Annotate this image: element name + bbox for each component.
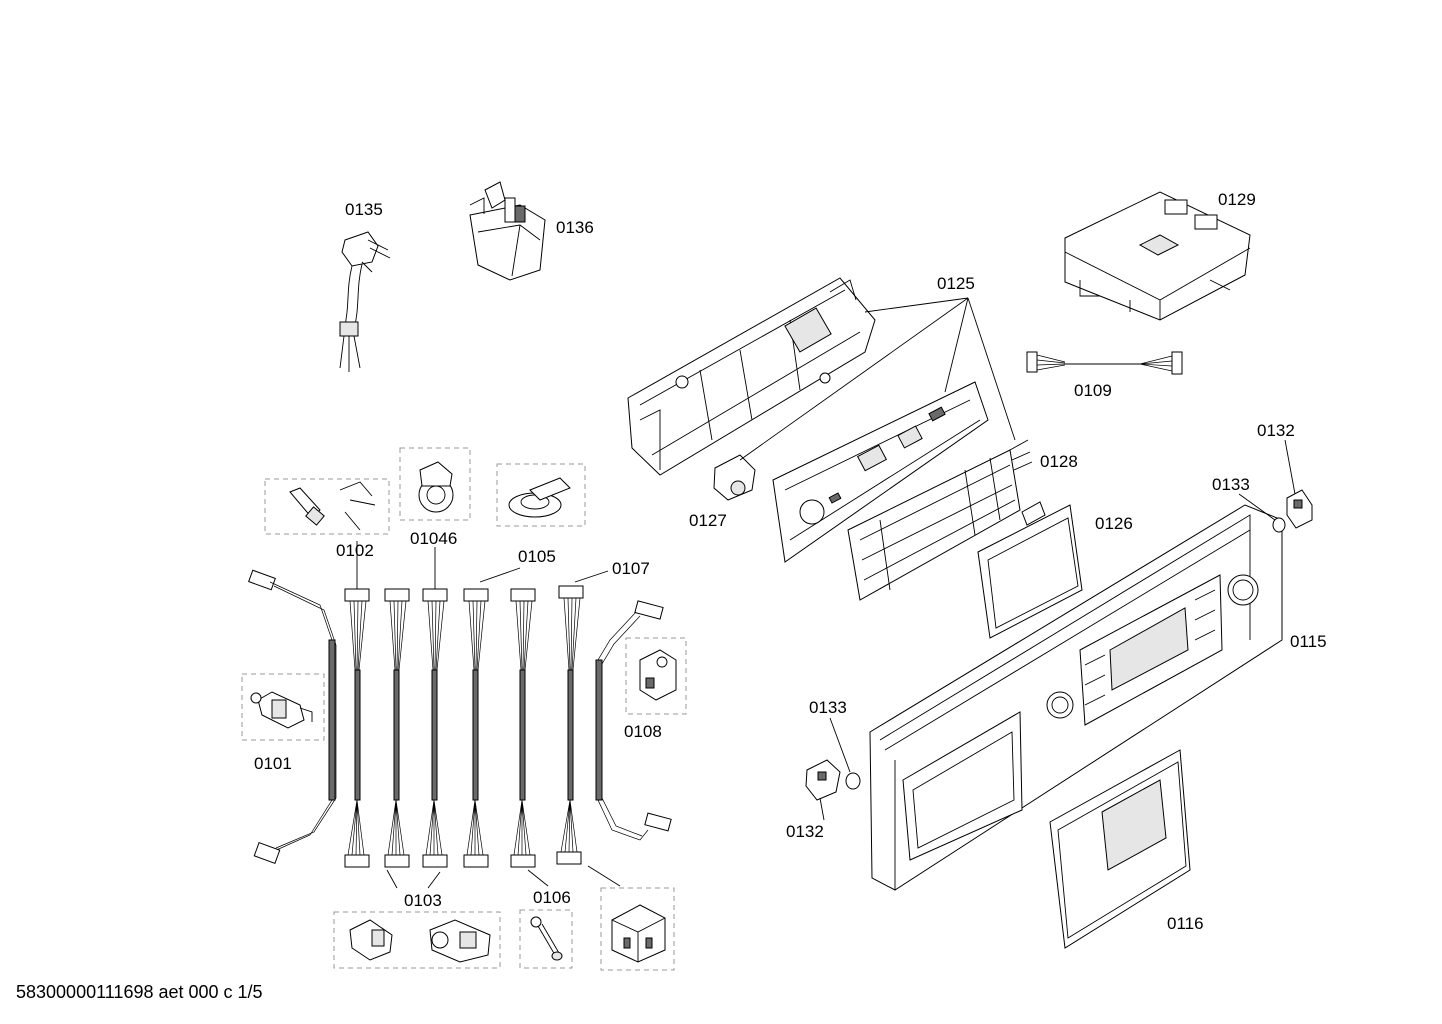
harness-2 bbox=[384, 588, 410, 868]
sensor-0106 bbox=[530, 916, 563, 961]
label-0127: 0127 bbox=[689, 511, 727, 530]
sensor-switch bbox=[713, 454, 756, 501]
label-0128: 0128 bbox=[1040, 452, 1078, 471]
label-0106: 0106 bbox=[533, 888, 571, 907]
label-01046: 01046 bbox=[410, 529, 458, 548]
label-0133-bottom: 0133 bbox=[809, 698, 847, 717]
electronic-module-cover bbox=[1064, 191, 1251, 321]
relay-0108 bbox=[639, 649, 677, 701]
harness-4 bbox=[463, 588, 489, 868]
label-0116: 0116 bbox=[1167, 914, 1204, 933]
box-0101 bbox=[241, 673, 325, 741]
label-0101: 0101 bbox=[254, 754, 292, 773]
box-0104 bbox=[600, 887, 675, 971]
box-0108 bbox=[625, 637, 687, 715]
programme-module-frame bbox=[627, 277, 876, 476]
ring-top bbox=[1272, 517, 1286, 533]
harness-6 bbox=[556, 585, 584, 865]
harness-right bbox=[595, 600, 672, 841]
label-0132-bottom: 0132 bbox=[786, 822, 824, 841]
label-0132-top: 0132 bbox=[1257, 421, 1295, 440]
label-0108: 0108 bbox=[624, 722, 662, 741]
control-panel-fascia bbox=[869, 504, 1283, 891]
valves-0103 bbox=[349, 919, 491, 963]
harness-1 bbox=[344, 588, 370, 868]
label-0125: 0125 bbox=[937, 274, 975, 293]
dispenser-handle bbox=[1049, 749, 1191, 949]
ring-bottom bbox=[845, 772, 861, 790]
leader-lines bbox=[356, 297, 1296, 889]
harness-3 bbox=[422, 588, 448, 868]
box-0103 bbox=[333, 911, 501, 969]
label-0129: 0129 bbox=[1218, 190, 1256, 209]
valve-0101 bbox=[250, 691, 313, 729]
pressure-switch-0105 bbox=[508, 477, 571, 518]
module-0104 bbox=[611, 904, 666, 963]
interference-filter bbox=[469, 181, 546, 281]
label-0133-top: 0133 bbox=[1212, 475, 1250, 494]
bracket-top bbox=[1286, 489, 1313, 529]
label-0105: 0105 bbox=[518, 547, 556, 566]
harness-5 bbox=[510, 588, 536, 868]
sensor-0102 bbox=[289, 481, 376, 531]
label-0102: 0102 bbox=[336, 541, 374, 560]
label-0136: 0136 bbox=[556, 218, 594, 237]
bracket-bottom bbox=[805, 759, 841, 801]
label-0115: 0115 bbox=[1290, 632, 1327, 651]
label-0103: 0103 bbox=[404, 891, 442, 910]
harness-left bbox=[248, 569, 337, 864]
drawing-reference: 58300000111698 aet 000 c 1/5 bbox=[16, 982, 263, 1002]
valve-01046 bbox=[418, 461, 454, 513]
box-0106 bbox=[519, 909, 573, 969]
display-window bbox=[977, 501, 1083, 639]
box-01046 bbox=[399, 447, 471, 521]
label-0107: 0107 bbox=[612, 559, 650, 578]
label-0135: 0135 bbox=[345, 200, 383, 219]
ribbon-cable bbox=[1026, 351, 1183, 375]
control-pcb bbox=[772, 381, 989, 563]
button-frame bbox=[847, 439, 1033, 601]
box-0105 bbox=[496, 463, 586, 527]
label-0126: 0126 bbox=[1095, 514, 1133, 533]
label-0109: 0109 bbox=[1074, 381, 1112, 400]
box-0102 bbox=[264, 478, 390, 535]
power-cord-plug bbox=[339, 231, 391, 372]
